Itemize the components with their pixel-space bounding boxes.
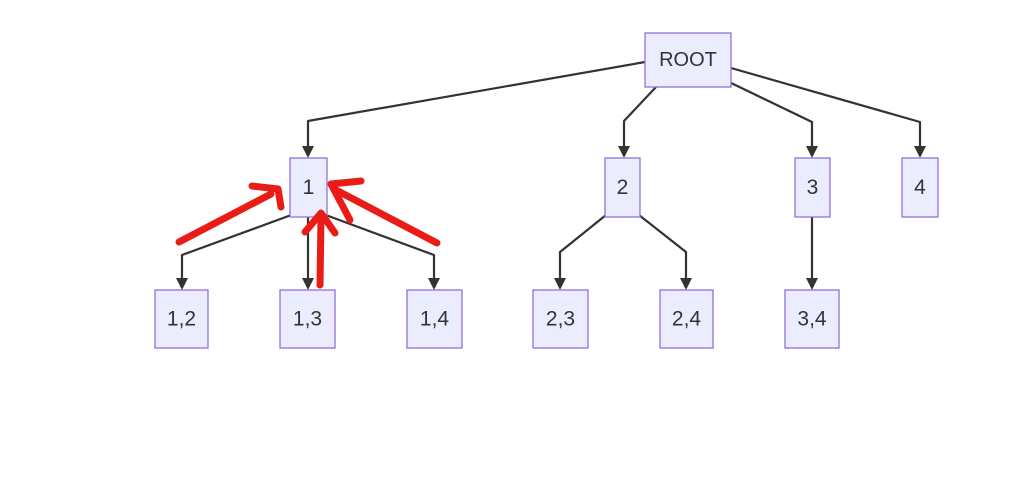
node-2: 2 — [604, 157, 641, 218]
node-4: 4 — [901, 157, 939, 218]
edge-root-to-3 — [728, 81, 818, 158]
edge-root-to-4 — [730, 66, 926, 158]
red-arrow-right-icon — [327, 177, 441, 247]
edge-root-to-1 — [302, 60, 646, 158]
edge-2-to-24 — [638, 214, 692, 290]
node-24-label: 2,4 — [672, 308, 702, 331]
node-root: ROOT — [644, 32, 732, 88]
annotation-layer — [175, 177, 441, 289]
node-3-label: 3 — [807, 176, 819, 199]
node-14-label: 1,4 — [420, 308, 450, 331]
node-13-label: 1,3 — [293, 308, 322, 331]
node-14-box — [406, 289, 463, 349]
node-root-box — [644, 32, 732, 88]
node-12: 1,2 — [154, 289, 209, 349]
node-34-box — [784, 289, 840, 349]
node-2-box — [604, 157, 641, 218]
node-12-label: 1,2 — [167, 308, 196, 331]
node-root-label: ROOT — [659, 49, 717, 71]
node-2-label: 2 — [617, 176, 629, 199]
red-arrow-left-icon — [175, 182, 285, 246]
node-24-box — [659, 289, 714, 349]
node-14: 1,4 — [406, 289, 463, 349]
node-1-box — [289, 157, 328, 218]
node-23: 2,3 — [532, 289, 589, 349]
node-23-label: 2,3 — [546, 308, 575, 331]
node-3-box — [794, 157, 831, 218]
node-13: 1,3 — [279, 289, 336, 349]
edge-1-to-12 — [176, 212, 295, 290]
edge-1-to-14 — [322, 212, 440, 290]
node-34-label: 3,4 — [797, 308, 827, 331]
node-4-label: 4 — [914, 176, 926, 199]
node-1-label: 1 — [303, 176, 315, 199]
node-23-box — [532, 289, 589, 349]
node-4-box — [901, 157, 939, 218]
node-12-box — [154, 289, 209, 349]
red-arrow-right-head — [327, 177, 365, 224]
node-34: 3,4 — [784, 289, 840, 349]
node-13-box — [279, 289, 336, 349]
red-arrow-middle-shaft — [316, 214, 325, 289]
red-arrow-left-shaft — [175, 190, 275, 246]
node-layer: ROOT 1 2 3 4 1,2 — [154, 32, 939, 349]
red-arrow-middle-head — [301, 209, 339, 237]
node-3: 3 — [794, 157, 831, 218]
red-arrow-middle-icon — [301, 209, 339, 289]
edge-root-to-2 — [618, 86, 657, 158]
edge-2-to-23 — [554, 214, 607, 290]
red-arrow-left-head — [248, 182, 285, 211]
node-1: 1 — [289, 157, 328, 218]
node-24: 2,4 — [659, 289, 714, 349]
red-arrow-right-shaft — [332, 186, 441, 247]
